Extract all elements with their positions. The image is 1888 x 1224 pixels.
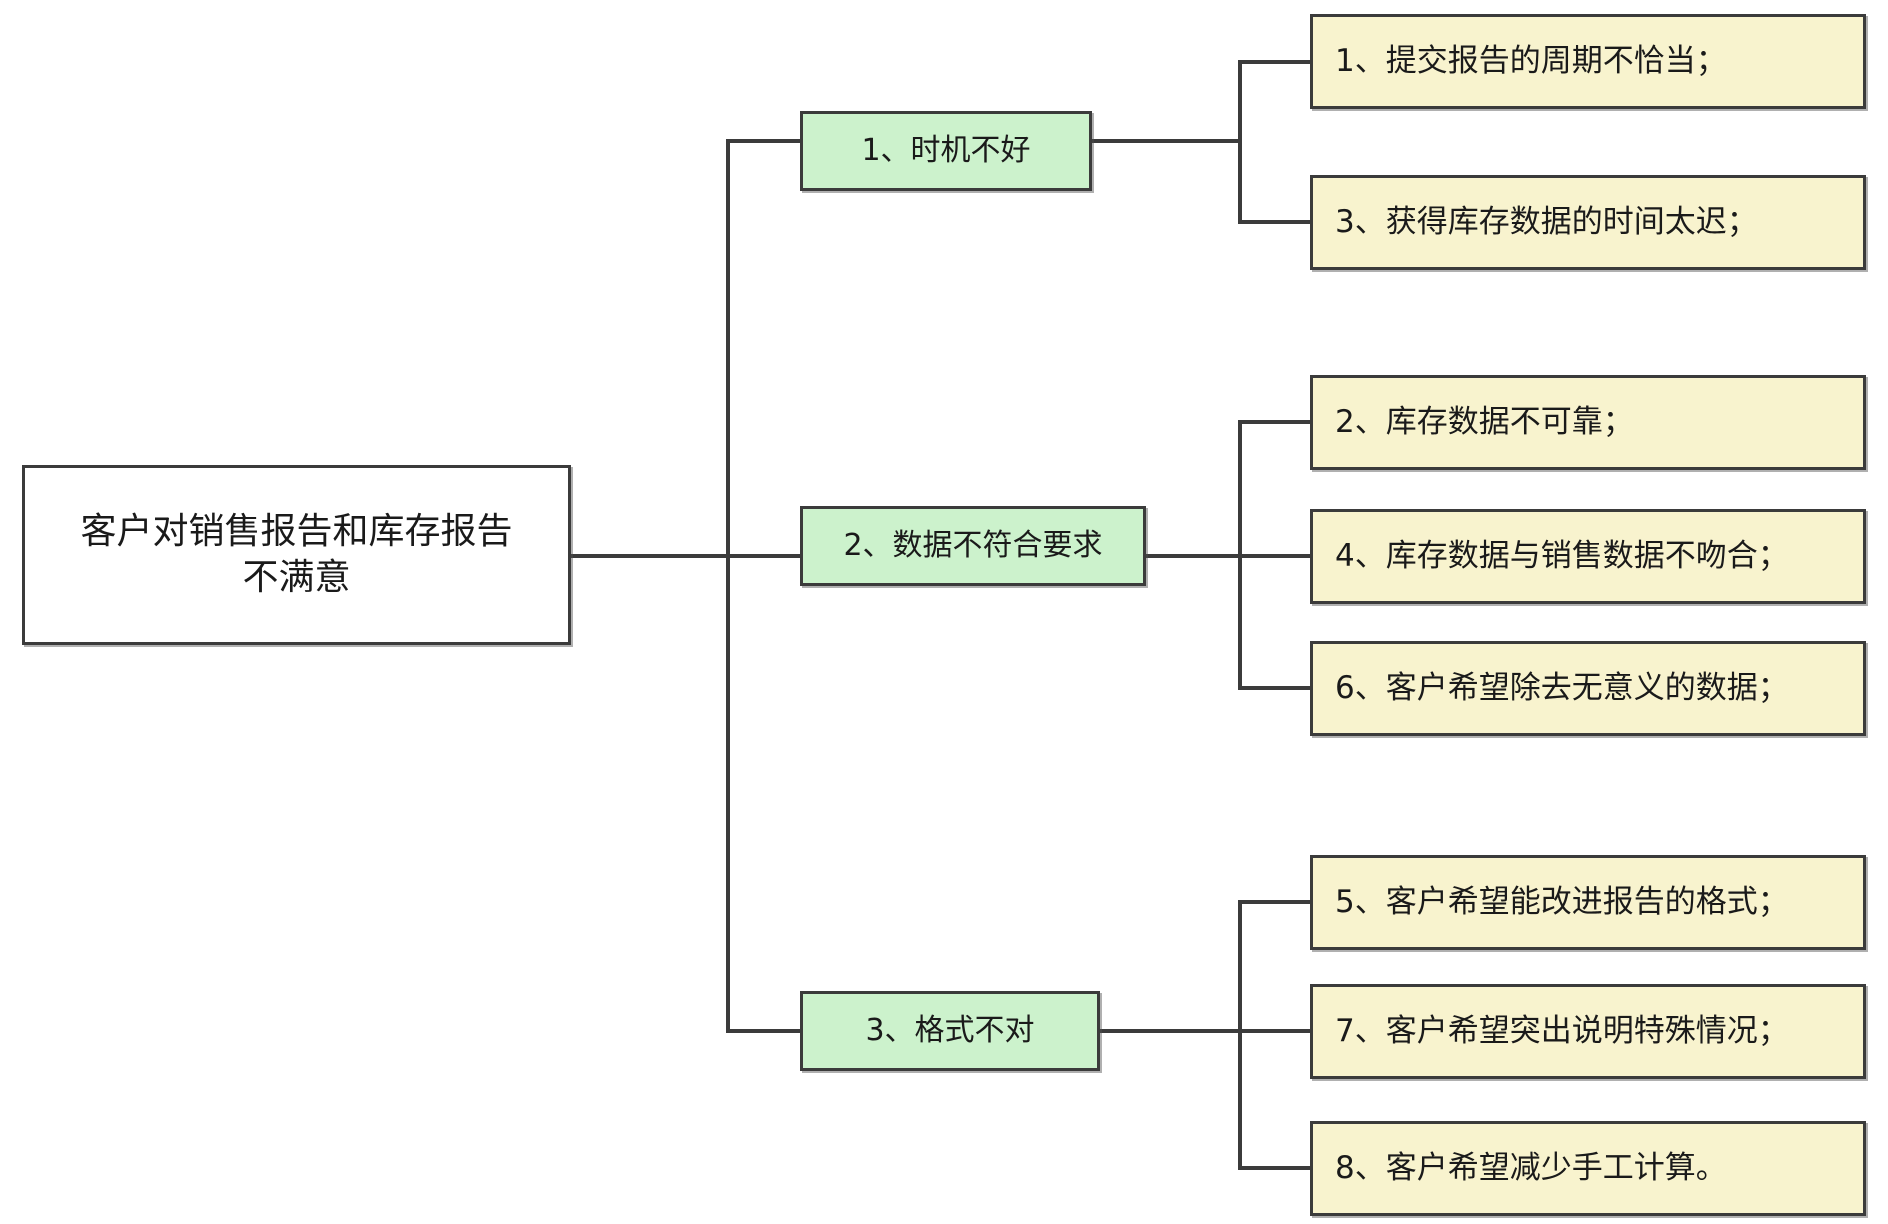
cause-node-3[interactable]: 3、格式不对 — [800, 991, 1100, 1071]
cause-node-3-label: 3、格式不对 — [865, 1012, 1035, 1048]
detail-node-3-1[interactable]: 5、客户希望能改进报告的格式； — [1310, 855, 1866, 950]
root-node-label-line2: 不满意 — [242, 557, 351, 598]
detail-node-2-1-label: 2、库存数据不可靠； — [1335, 403, 1634, 440]
root-node[interactable]: 客户对销售报告和库存报告 不满意 — [22, 465, 571, 645]
cause-node-2-label: 2、数据不符合要求 — [843, 527, 1103, 563]
detail-node-3-1-label: 5、客户希望能改进报告的格式； — [1335, 883, 1789, 920]
detail-node-2-3[interactable]: 6、客户希望除去无意义的数据； — [1310, 641, 1866, 736]
detail-node-1-1[interactable]: 1、提交报告的周期不恰当； — [1310, 14, 1866, 109]
root-node-label-line1: 客户对销售报告和库存报告 — [80, 510, 513, 552]
cause-node-1-label: 1、时机不好 — [861, 132, 1031, 168]
detail-node-1-2-label: 3、获得库存数据的时间太迟； — [1335, 203, 1758, 240]
detail-node-2-2-label: 4、库存数据与销售数据不吻合； — [1335, 537, 1789, 574]
detail-node-2-1[interactable]: 2、库存数据不可靠； — [1310, 375, 1866, 470]
detail-node-1-1-label: 1、提交报告的周期不恰当； — [1335, 42, 1727, 79]
cause-node-2[interactable]: 2、数据不符合要求 — [800, 506, 1146, 586]
detail-node-3-3-label: 8、客户希望减少手工计算。 — [1335, 1149, 1727, 1186]
detail-node-3-2-label: 7、客户希望突出说明特殊情况； — [1335, 1012, 1789, 1049]
detail-node-1-2[interactable]: 3、获得库存数据的时间太迟； — [1310, 175, 1866, 270]
detail-node-3-3[interactable]: 8、客户希望减少手工计算。 — [1310, 1121, 1866, 1216]
detail-node-3-2[interactable]: 7、客户希望突出说明特殊情况； — [1310, 984, 1866, 1079]
detail-node-2-2[interactable]: 4、库存数据与销售数据不吻合； — [1310, 509, 1866, 604]
cause-node-1[interactable]: 1、时机不好 — [800, 111, 1092, 191]
detail-node-2-3-label: 6、客户希望除去无意义的数据； — [1335, 669, 1789, 706]
